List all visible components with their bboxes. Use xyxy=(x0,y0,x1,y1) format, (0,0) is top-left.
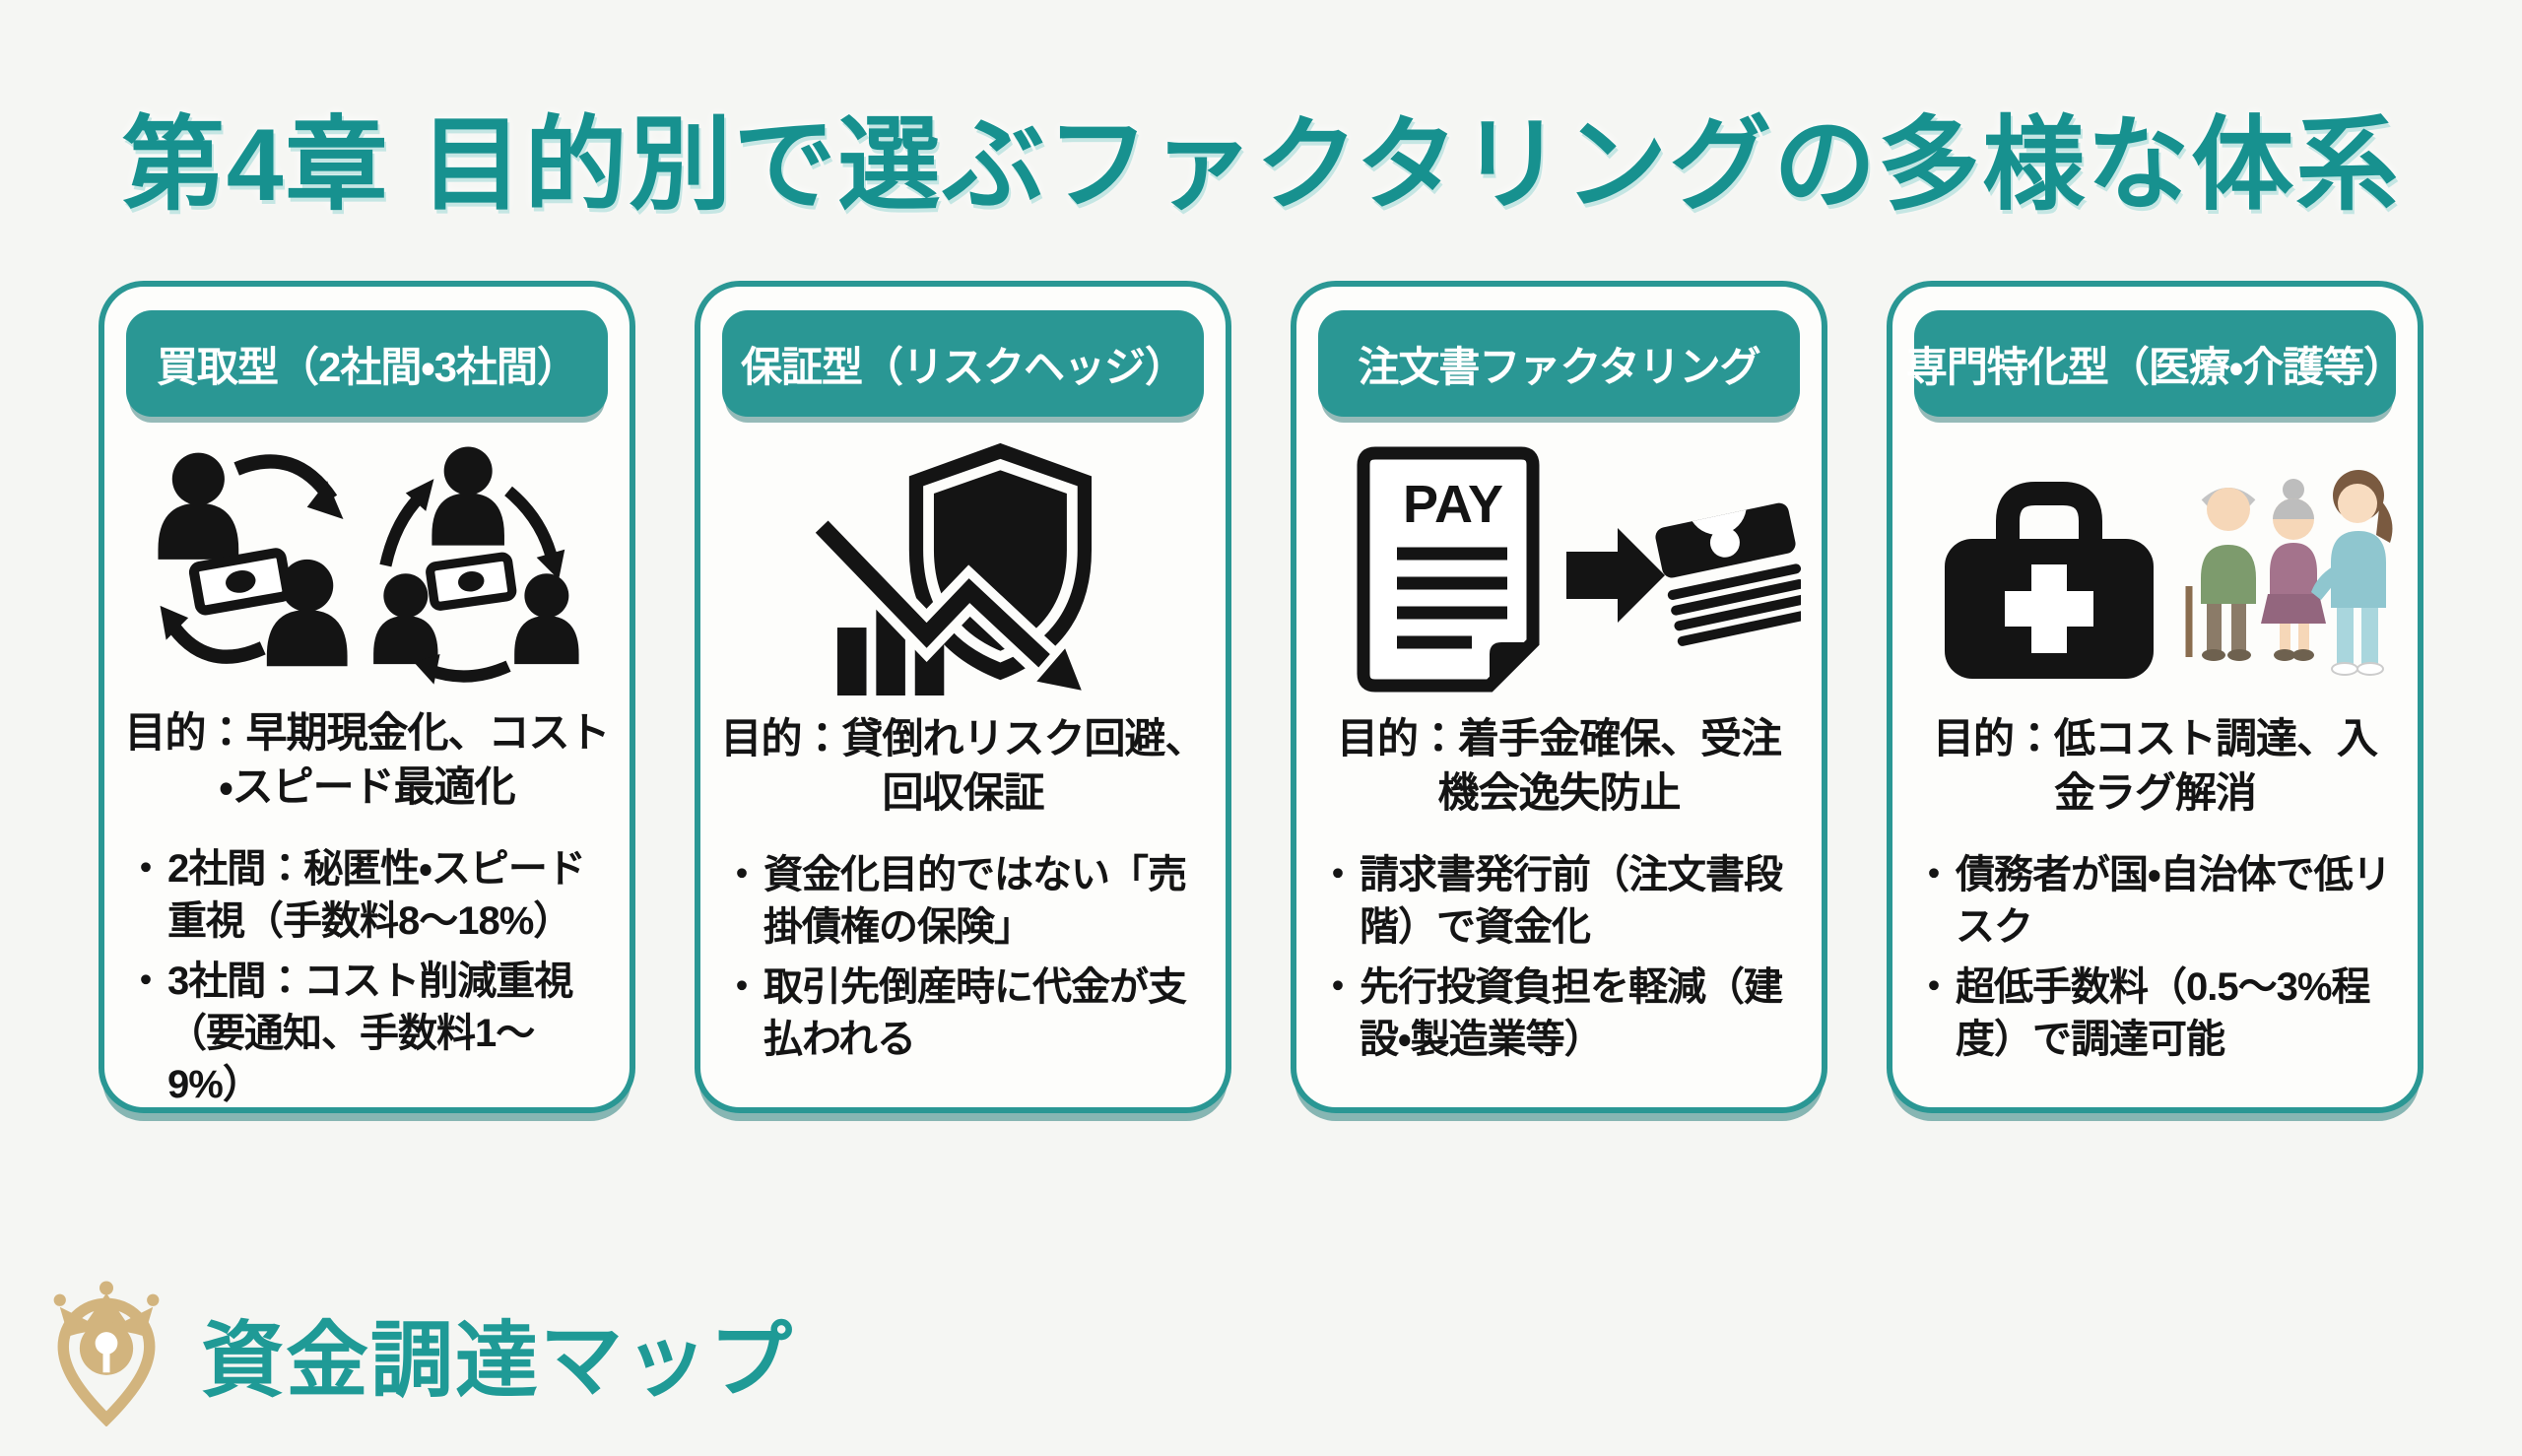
bullet-item: ・ 3社間：コスト削減重視（要通知、手数料1〜9%） xyxy=(126,959,573,1107)
card-buyout-header-label: 買取型（2社間・3社間） xyxy=(157,343,578,390)
card-purchase-order-purpose: 目的：着手金確保、受注 機会逸失防止 xyxy=(1336,715,1782,816)
card-purchase-order-header-label: 注文書ファクタリング xyxy=(1358,343,1760,390)
cards-row: 買取型（2社間・3社間） xyxy=(0,281,2522,1113)
card-guarantee-type: 保証型（リスクヘッジ） 目的：貸倒れリスク回避、 回収保証 ・ 資金化目的ではな… xyxy=(695,281,1231,1113)
card-purchase-order-bullets: ・ 請求書発行前（注文書段階）で資金化 ・ 先行投資負担を軽減（建設・製造業等） xyxy=(1318,849,1800,1073)
shield-risk-decline-icon xyxy=(776,434,1151,698)
card-specialized-header-badge: 専門特化型（医療・介護等） xyxy=(1906,310,2405,417)
card-guarantee-purpose: 目的：貸倒れリスク回避、 回収保証 xyxy=(720,715,1207,816)
page-title: 第4章 目的別で選ぶファクタリングの多様な体系 xyxy=(121,108,2401,223)
card-buyout-type: 買取型（2社間・3社間） xyxy=(99,281,635,1113)
card-guarantee-header-label: 保証型（リスクヘッジ） xyxy=(740,343,1186,390)
bullet-item: ・ 超低手数料（0.5〜3%程度）で調達可能 xyxy=(1914,964,2370,1061)
footer-logo-text: 資金調達マップ xyxy=(201,1313,795,1407)
card-buyout-header-badge: 買取型（2社間・3社間） xyxy=(126,310,608,417)
card-specialized-purpose: 目的：低コスト調達、入 金ラグ解消 xyxy=(1932,715,2378,816)
card-specialized-type: 専門特化型（医療・介護等） xyxy=(1887,281,2423,1113)
bullet-item: ・ 請求書発行前（注文書段階）で資金化 xyxy=(1318,853,1783,949)
card-buyout-purpose: 目的：早期現金化、コスト ・スピード最適化 xyxy=(124,709,611,810)
crown-location-pin-logo-icon xyxy=(37,1281,175,1426)
people-money-exchange-icon xyxy=(136,434,599,693)
bullet-item: ・ 先行投資負担を軽減（建設・製造業等） xyxy=(1318,964,1783,1061)
svg-text:PAY: PAY xyxy=(1403,475,1503,534)
card-purchase-order-header-badge: 注文書ファクタリング xyxy=(1318,310,1800,417)
footer-logo: 資金調達マップ xyxy=(37,1281,794,1426)
card-guarantee-header-badge: 保証型（リスクヘッジ） xyxy=(722,310,1204,417)
medical-care-icon xyxy=(1909,434,2402,698)
card-buyout-bullets: ・ 2社間：秘匿性・スピード重視（手数料8〜18%） ・ 3社間：コスト削減重視… xyxy=(126,843,608,1119)
bullet-item: ・ 債務者が国・自治体で低リスク xyxy=(1914,853,2392,949)
bullet-item: ・ 資金化目的ではない「売掛債権の保険」 xyxy=(722,853,1187,949)
card-specialized-bullets: ・ 債務者が国・自治体で低リスク ・ 超低手数料（0.5〜3%程度）で調達可能 xyxy=(1914,849,2396,1073)
bullet-item: ・ 2社間：秘匿性・スピード重視（手数料8〜18%） xyxy=(126,847,586,943)
card-specialized-header-label: 専門特化型（医療・介護等） xyxy=(1905,343,2405,390)
card-purchase-order-type: 注文書ファクタリング PAY xyxy=(1291,281,1827,1113)
card-guarantee-bullets: ・ 資金化目的ではない「売掛債権の保険」 ・ 取引先倒産時に代金が支払われる xyxy=(722,849,1204,1073)
infographic-page: { "title": "第4章 目的別で選ぶファクタリングの多様な体系", "c… xyxy=(0,81,2522,1456)
pay-document-to-cash-icon: PAY xyxy=(1318,434,1801,698)
bullet-item: ・ 取引先倒産時に代金が支払われる xyxy=(722,964,1187,1061)
